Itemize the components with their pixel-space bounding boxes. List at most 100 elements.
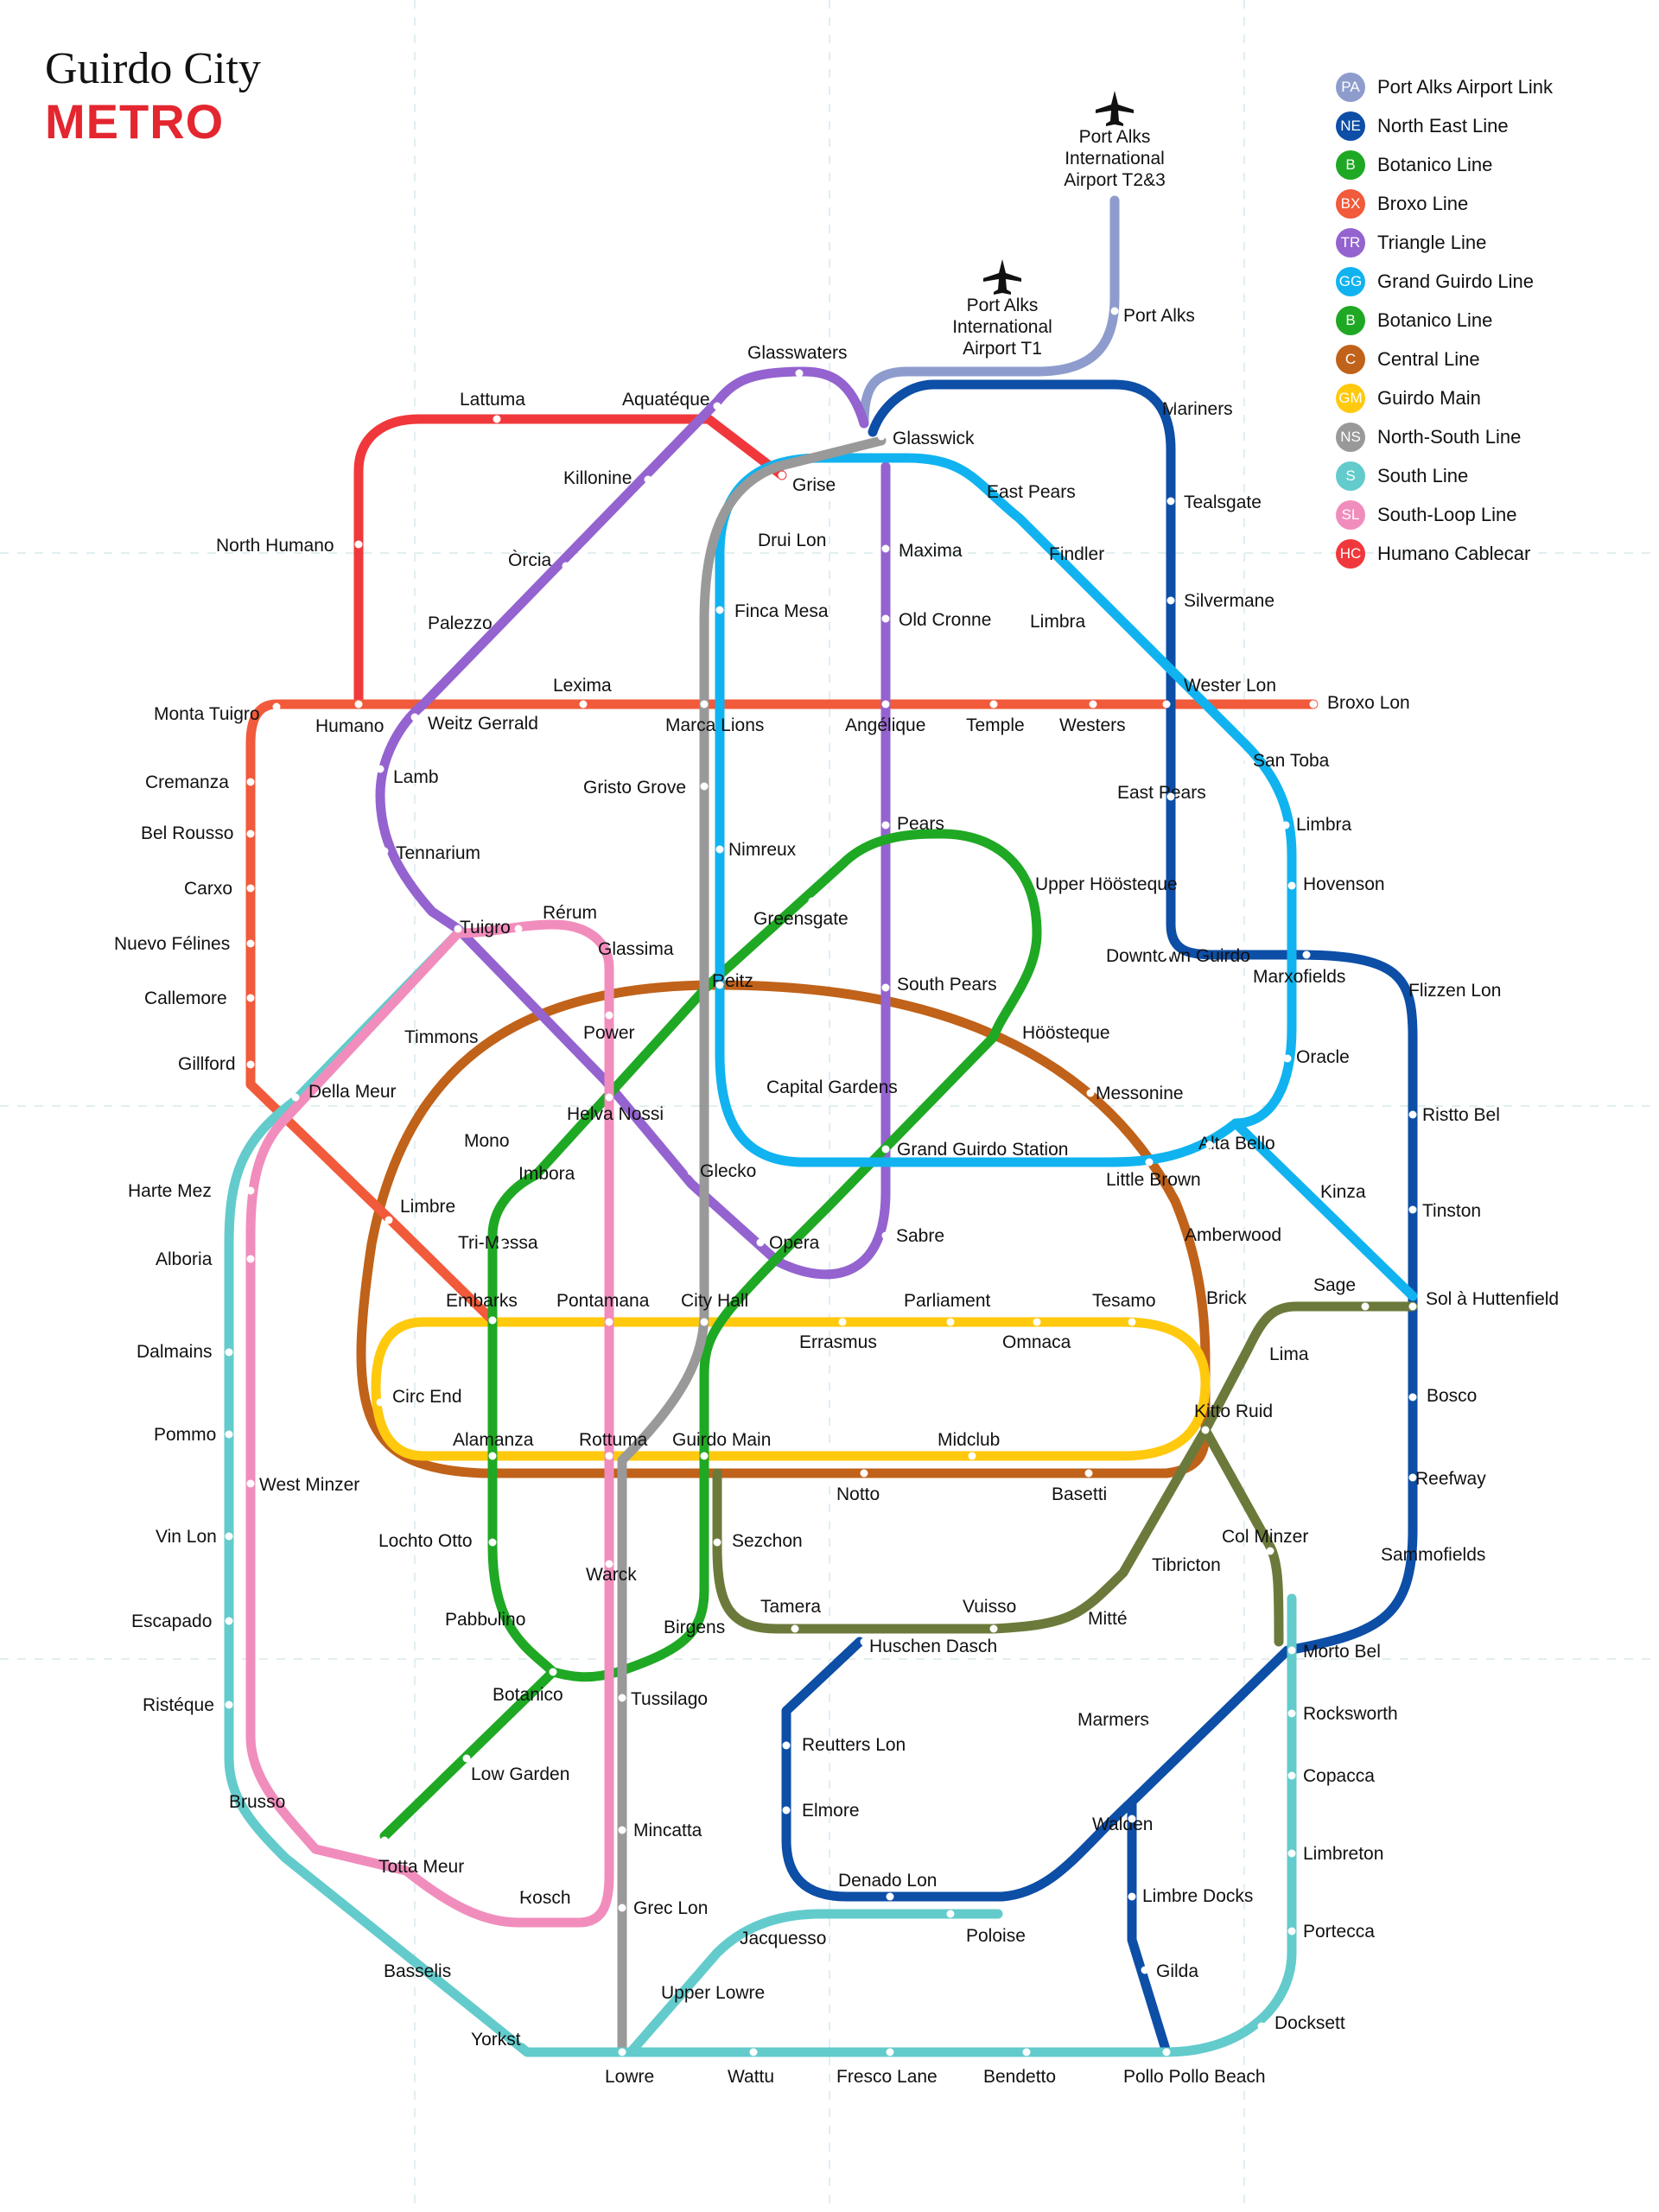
station-dot[interactable] [1007,1029,1015,1038]
station-label[interactable]: Weitz Gerrald [428,714,538,734]
station-label[interactable]: Pears [897,814,944,834]
station-dot[interactable] [1408,1205,1417,1214]
station-label[interactable]: Lamb [393,767,439,787]
station-dot[interactable] [1257,2022,1266,2031]
station-dot[interactable] [504,1171,512,1179]
station-dot[interactable] [687,1611,696,1620]
station-label[interactable]: Midclub [938,1430,1000,1450]
station-dot[interactable] [493,415,501,423]
station-label[interactable]: Elmore [802,1801,860,1821]
station-dot[interactable] [618,1904,626,1912]
station-label[interactable]: Vuisso [963,1597,1016,1617]
station-dot[interactable] [514,925,523,933]
station-dot[interactable] [946,1910,955,1918]
station-dot[interactable] [1281,821,1290,830]
station-label[interactable]: Totta Meur [378,1857,464,1877]
station-label[interactable]: Callemore [144,988,227,1008]
station-label[interactable]: Birgens [664,1618,725,1637]
station-dot[interactable] [605,1452,613,1460]
station-dot[interactable] [881,983,890,992]
station-dot[interactable] [605,1093,613,1102]
station-dot[interactable] [808,897,817,906]
station-dot[interactable] [1166,399,1175,408]
station-label[interactable]: Lexima [553,676,612,696]
station-label[interactable]: Walden [1092,1815,1153,1834]
station-dot[interactable] [1287,1927,1296,1936]
station-label[interactable]: Gillford [178,1054,236,1074]
station-dot[interactable] [1188,1296,1197,1305]
station-label[interactable]: Denado Lon [838,1871,937,1891]
station-dot[interactable] [1166,792,1175,801]
station-dot[interactable] [246,1479,255,1488]
station-dot[interactable] [946,1318,955,1326]
station-dot[interactable] [1361,1201,1370,1210]
station-dot[interactable] [877,432,886,441]
station-label[interactable]: Huschen Dasch [869,1637,997,1656]
station-dot[interactable] [1143,1724,1152,1732]
station-label[interactable]: Wester Lon [1184,676,1276,696]
station-dot[interactable] [1136,1561,1145,1570]
station-dot[interactable] [782,1806,791,1815]
station-dot[interactable] [881,614,890,623]
station-dot[interactable] [1093,622,1102,631]
station-label[interactable]: Embarks [446,1291,518,1311]
station-dot[interactable] [1287,1849,1296,1858]
station-label[interactable]: Tussilago [631,1689,708,1709]
station-label[interactable]: Pollo Pollo Beach [1123,2067,1266,2087]
station-dot[interactable] [1128,1318,1136,1326]
station-label[interactable]: West Minzer [259,1475,359,1495]
station-dot[interactable] [989,700,998,709]
station-label[interactable]: Pabbolino [445,1610,525,1630]
station-dot[interactable] [1408,1473,1417,1482]
station-label[interactable]: Sezchon [732,1531,803,1551]
station-dot[interactable] [1408,1302,1417,1311]
station-label[interactable]: Little Brown [1106,1170,1201,1190]
station-label[interactable]: Glasswick [893,429,975,448]
station-dot[interactable] [605,1011,613,1020]
station-dot[interactable] [713,1966,721,1974]
station-dot[interactable] [1287,1646,1296,1655]
station-label[interactable]: Helva Nossi [567,1104,664,1124]
station-dot[interactable] [385,1216,393,1224]
station-dot[interactable] [1408,1393,1417,1402]
station-dot[interactable] [1171,1231,1179,1240]
station-dot[interactable] [769,1927,778,1936]
station-dot[interactable] [1018,890,1027,899]
station-label[interactable]: Lattuma [460,390,525,410]
station-label[interactable]: Opera [769,1233,820,1253]
station-label[interactable]: Basetti [1052,1484,1107,1504]
station-dot[interactable] [462,1754,471,1763]
station-label[interactable]: Morto Bel [1303,1642,1381,1662]
station-dot[interactable] [488,1316,497,1325]
station-label[interactable]: Capital Gardens [766,1077,898,1097]
station-label[interactable]: Imbora [518,1164,575,1184]
station-label[interactable]: Alta Bello [1198,1134,1275,1154]
station-dot[interactable] [1287,1771,1296,1780]
station-dot[interactable] [246,939,255,948]
station-label[interactable]: Kitto Ruid [1194,1402,1273,1421]
station-dot[interactable] [246,884,255,893]
station-label[interactable]: Gilda [1156,1961,1198,1981]
station-label[interactable]: Pontamana [556,1291,650,1311]
station-label[interactable]: Power [583,1023,635,1043]
station-dot[interactable] [1302,950,1311,959]
station-dot[interactable] [860,1469,868,1478]
station-label[interactable]: Mincatta [633,1821,702,1840]
station-dot[interactable] [488,1452,497,1460]
station-dot[interactable] [1361,1302,1370,1311]
station-label[interactable]: Amberwood [1185,1225,1281,1245]
station-label[interactable]: Gristo Grove [583,778,686,798]
station-label[interactable]: Oracle [1296,1047,1350,1067]
station-label[interactable]: Limbreton [1303,1844,1383,1864]
station-dot[interactable] [881,1145,890,1154]
station-dot[interactable] [1162,700,1171,709]
station-dot[interactable] [1266,1547,1274,1555]
station-dot[interactable] [225,1532,233,1541]
station-label[interactable]: Brusso [229,1792,285,1812]
station-label[interactable]: Tinston [1422,1201,1481,1221]
station-label[interactable]: Reutters Lon [802,1735,906,1755]
station-label[interactable]: Yorkst [471,2030,521,2050]
station-dot[interactable] [881,821,890,830]
station-dot[interactable] [225,1700,233,1709]
station-dot[interactable] [1408,1110,1417,1119]
